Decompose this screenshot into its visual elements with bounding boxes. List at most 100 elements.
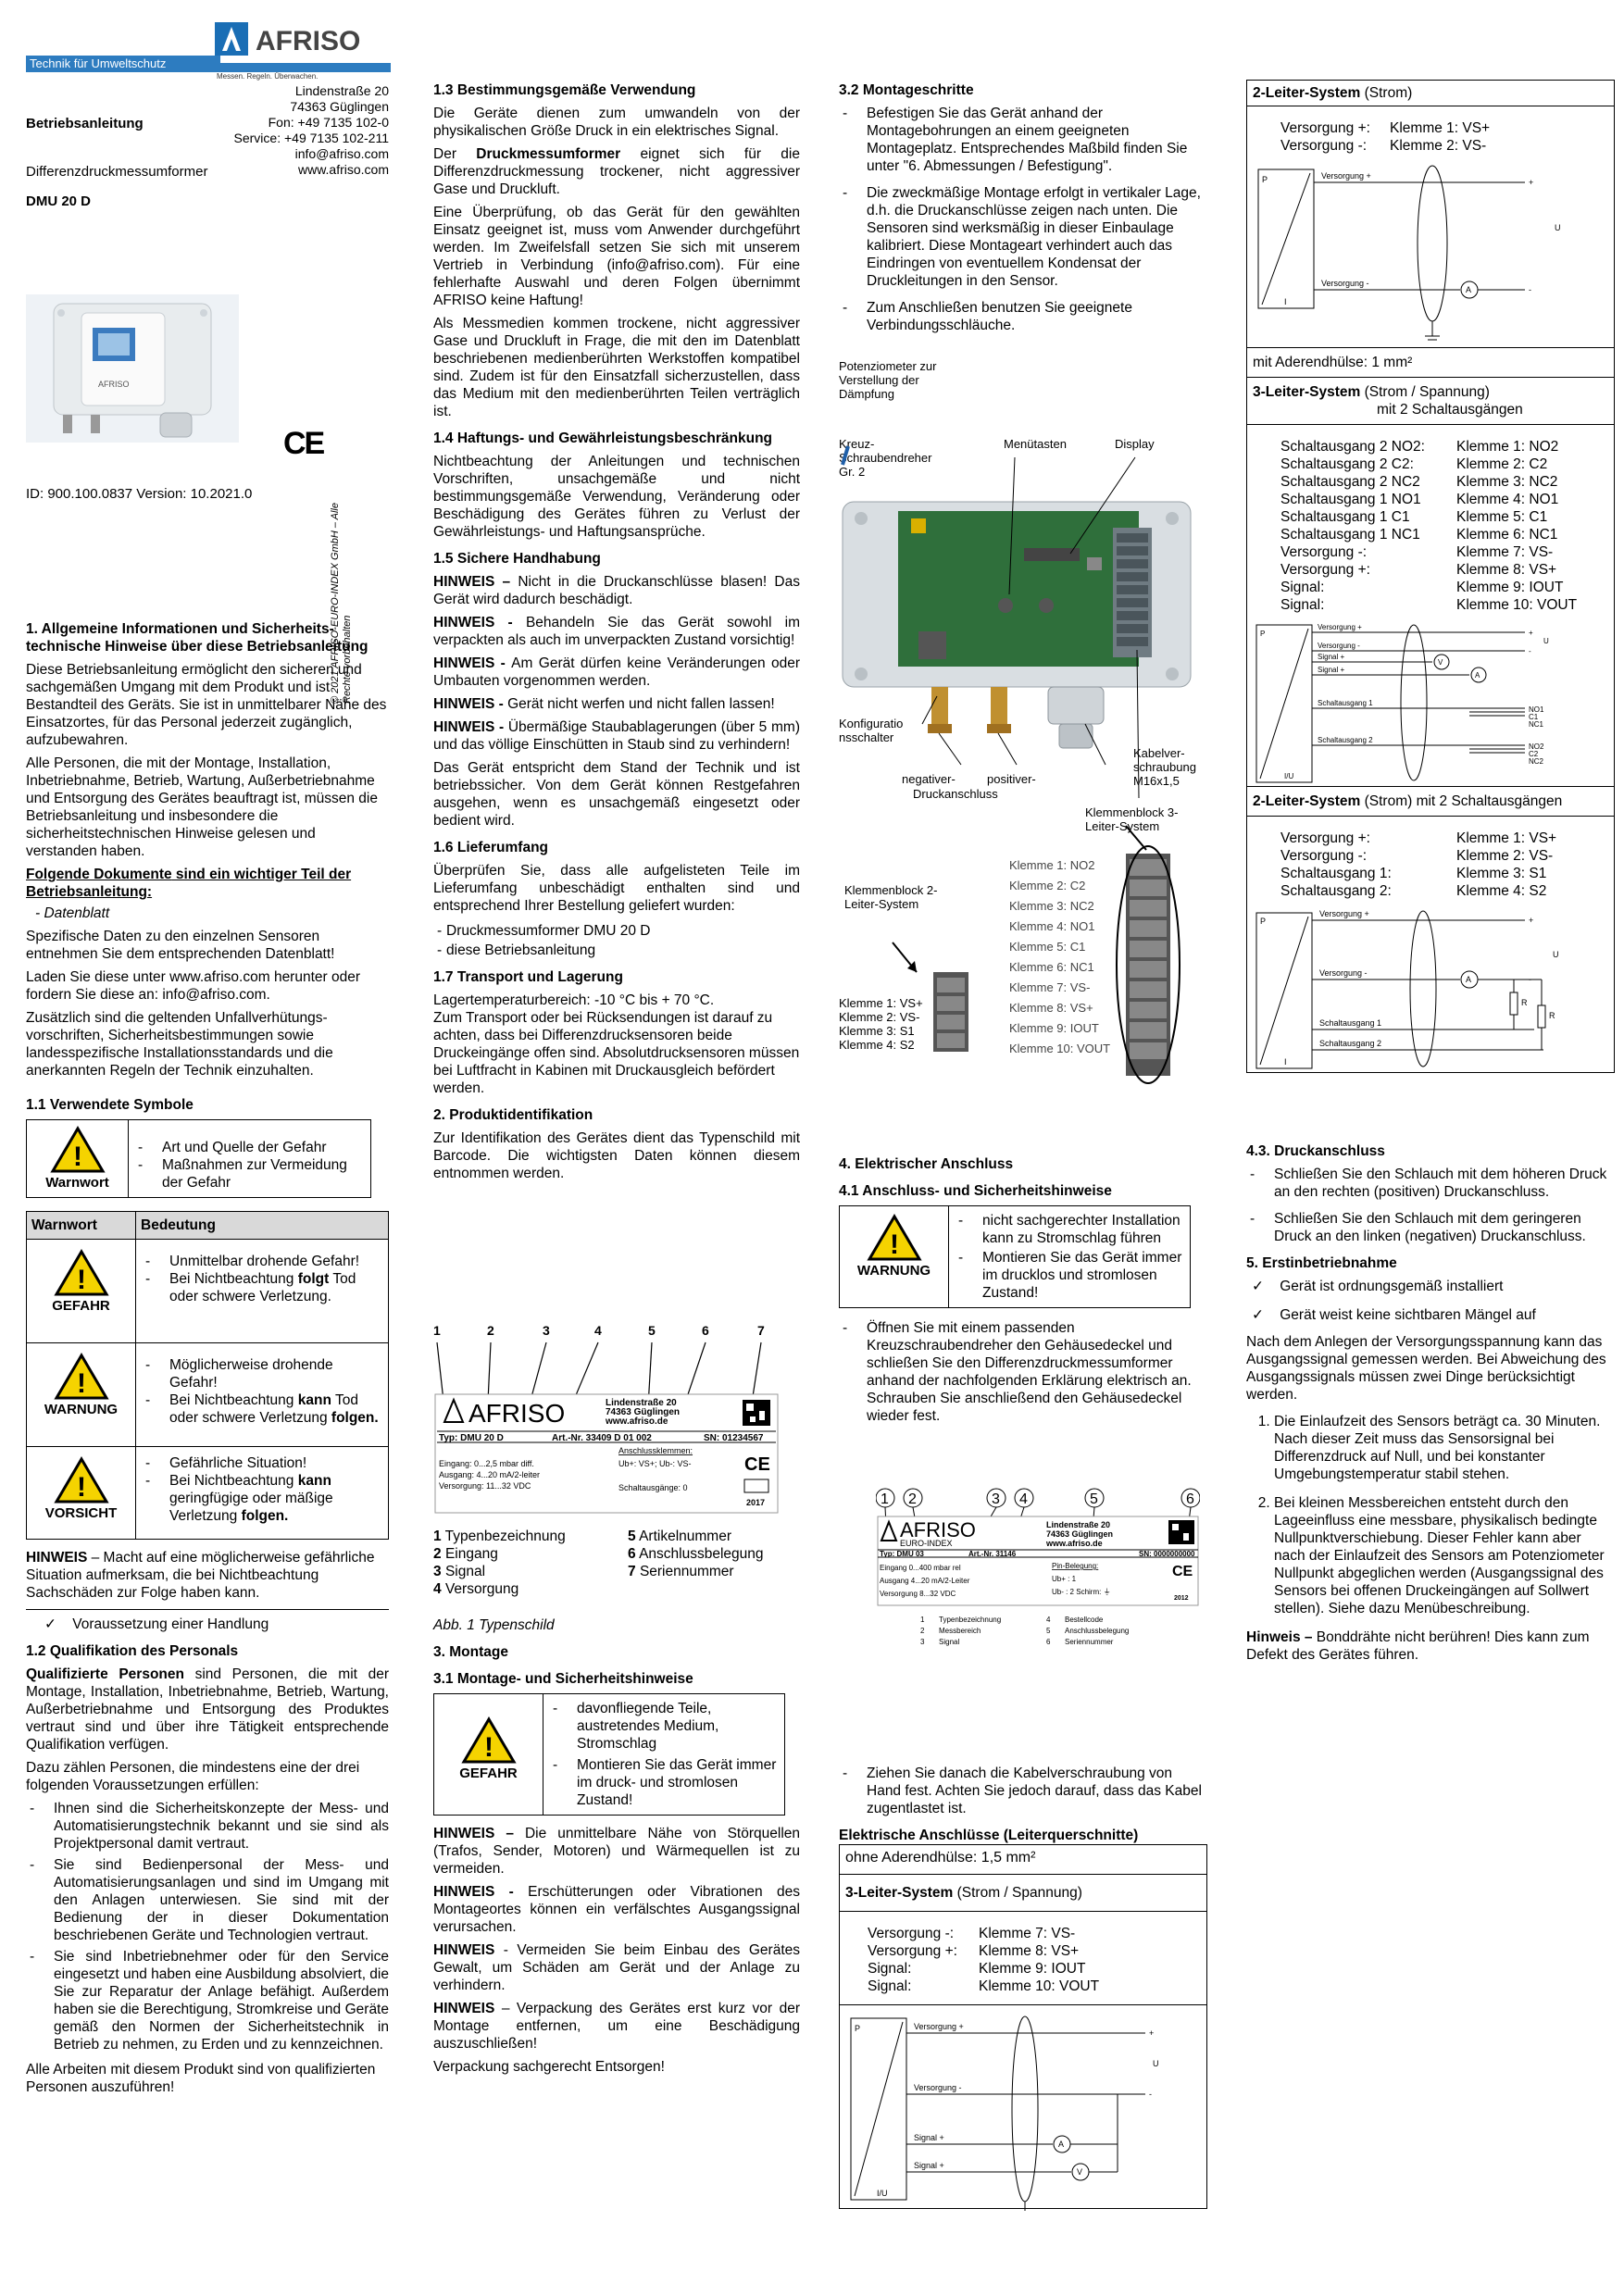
- wiring-2wire-svg: PI Versorgung + Versorgung - A +- U: [1257, 165, 1561, 341]
- svg-text:V: V: [1438, 658, 1443, 667]
- svg-text:Signal: Signal: [939, 1638, 959, 1646]
- svg-text:-: -: [1529, 285, 1531, 294]
- s1-p1: Diese Betriebsanleitung ermöglicht den s…: [26, 662, 387, 748]
- svg-text:www.afriso.de: www.afriso.de: [1045, 1539, 1103, 1548]
- s32-list: Befestigen Sie das Gerät anhand der Mont…: [839, 105, 1209, 334]
- svg-text:Ausgang: 4...20 mA/2-leite: Ausgang: 4...20 mA/2-leiter: [439, 1470, 540, 1479]
- s13-p2: Der Druckmessumformer eignet sich für di…: [433, 146, 800, 197]
- address-street: Lindenstraße 20: [294, 83, 389, 98]
- section-1-heading: 1. Allgemeine Informationen und Sicherhe…: [26, 621, 369, 655]
- gefahr-item-2: Bei Nichtbeachtung folgt Tod oder schwer…: [142, 1270, 382, 1305]
- svg-text:Versorgung -: Versorgung -: [1318, 642, 1360, 650]
- svg-text:3: 3: [992, 1491, 1000, 1507]
- s3-hinweis: HINWEIS - Erschütterungen oder Vibration…: [433, 1884, 800, 1935]
- s5-heading: 5. Erstinbetriebnahme: [1246, 1255, 1397, 1271]
- s1-doc-item: - Datenblatt: [35, 905, 110, 921]
- list-item: Ziehen Sie danach die Kabelverschraubung…: [839, 1765, 1209, 1817]
- s15-item: HINWEIS - Am Gerät dürfen keine Veränder…: [433, 655, 800, 689]
- s1-docs-intro: Folgende Dokumente sind ein wichtiger Te…: [26, 867, 352, 900]
- svg-text:I: I: [1284, 1057, 1287, 1067]
- table-row: !VORSICHT Gefährliche Situation!Bei Nich…: [26, 1446, 389, 1540]
- warning-triangle-icon: !: [866, 1214, 922, 1262]
- check-note: ✓ Voraussetzung einer Handlung: [44, 1616, 269, 1632]
- ce-mark: CE: [283, 426, 325, 461]
- s15-item: HINWEIS - Gerät nicht werfen und nicht f…: [433, 696, 775, 712]
- list-item: Sie sind Bedienpersonal der Mess- und Au…: [26, 1856, 389, 1944]
- list-item: Befestigen Sie das Gerät anhand der Mont…: [839, 105, 1209, 175]
- svg-text:Signal +: Signal +: [1318, 653, 1344, 661]
- s1-p5: Laden Sie diese unter www.afriso.com her…: [26, 969, 361, 1003]
- s3-hinweis: HINWEIS – Verpackung des Gerätes erst ku…: [433, 2001, 800, 2052]
- svg-text:Versorgung +: Versorgung +: [1318, 623, 1362, 631]
- electric-warning-box: !WARNUNG nicht sachgerechter Installatio…: [839, 1205, 1191, 1308]
- svg-text:Schaltausgang 2: Schaltausgang 2: [1319, 1039, 1381, 1048]
- column-4: 2-Leiter-System (Strom) Versorgung +:Kle…: [1246, 0, 1617, 2296]
- label-menu-buttons: Menütasten: [1004, 437, 1067, 451]
- svg-text:Anschlussbelegung: Anschlussbelegung: [1065, 1627, 1129, 1635]
- label-pos-port: positiver-: [987, 772, 1036, 786]
- svg-text:Ausgang 4...20 mA/2-Leit: Ausgang 4...20 mA/2-Leiter: [880, 1577, 970, 1585]
- svg-text:CE: CE: [744, 1454, 770, 1475]
- svg-text:C1: C1: [1529, 713, 1539, 721]
- wiring-3wire-svg: PI/U Versorgung + Versorgung - Signal + …: [850, 2015, 1159, 2211]
- wiring-3wire-switch-svg: PI/U Versorgung + Versorgung - Signal + …: [1255, 623, 1549, 783]
- check-item: ✓ Gerät weist keine sichtbaren Mängel au…: [1252, 1307, 1536, 1323]
- svg-text:Ub+ : 1: Ub+ : 1: [1052, 1575, 1077, 1583]
- s15-item: HINWEIS – Nicht in die Druckanschlüsse b…: [433, 574, 800, 607]
- svg-text:Versorgung +: Versorgung +: [1319, 909, 1369, 918]
- s31-heading: 3.1 Montage- und Sicherheitshinweise: [433, 1671, 693, 1687]
- device-board-svg: [841, 445, 1192, 799]
- svg-text:P: P: [1262, 175, 1268, 184]
- montage-warning-box: !GEFAHR davonfliegende Teile, austretend…: [433, 1693, 785, 1816]
- s12-list: Ihnen sind die Sicherheitskonzepte der M…: [26, 1800, 389, 2053]
- svg-text:P: P: [1260, 630, 1265, 638]
- label-screwdriver: Kreuz-Schraubendreher Gr. 2: [839, 437, 932, 479]
- address-web: www.afriso.com: [297, 162, 389, 177]
- label-terminal-3wire: Klemmenblock 3-Leiter-System: [1085, 805, 1179, 833]
- s3-p: Verpackung sachgerecht Entsorgen!: [433, 2059, 665, 2075]
- s11-heading: 1.1 Verwendete Symbole: [26, 1097, 194, 1113]
- s14-heading: 1.4 Haftungs- und Gewährleistungsbeschrä…: [433, 430, 773, 446]
- svg-text:A: A: [1475, 671, 1480, 680]
- el-connections-heading: Elektrische Anschlüsse (Leiterquerschnit…: [839, 1828, 1139, 1843]
- svg-text:!: !: [77, 1265, 86, 1295]
- afriso-logo: AFRISO: [215, 20, 391, 57]
- s1-p4: Spezifische Daten zu den einzelnen Senso…: [26, 929, 335, 962]
- type-plate-svg: AFRISO Lindenstraße 20 74363 Güglingen w…: [434, 1341, 779, 1514]
- svg-text:Eingang: 0...2,5 mbar dif: Eingang: 0...2,5 mbar diff.: [439, 1459, 534, 1468]
- label-config-switch: Konfiguratio nsschalter: [839, 717, 904, 744]
- col-header-bedeutung: Bedeutung: [135, 1211, 389, 1240]
- label-cable-gland: Kabelver-schraubung M16x1,5: [1133, 746, 1196, 788]
- svg-text:Lindenstraße 20: Lindenstraße 20: [606, 1398, 677, 1408]
- col-header-warnwort: Warnwort: [26, 1211, 136, 1240]
- s32-heading: 3.2 Montageschritte: [839, 82, 974, 98]
- label-display: Display: [1115, 437, 1155, 451]
- svg-text:Lindenstraße 20: Lindenstraße 20: [1046, 1520, 1110, 1529]
- list-item: Die zweckmäßige Montage erfolgt in verti…: [839, 184, 1209, 290]
- svg-text:U: U: [1553, 950, 1559, 959]
- svg-text:6: 6: [1186, 1491, 1194, 1507]
- svg-text:I/U: I/U: [877, 2189, 888, 2198]
- svg-text:2: 2: [920, 1627, 925, 1635]
- list-item: Bei kleinen Messbereichen entsteht durch…: [1274, 1494, 1615, 1617]
- svg-text:!: !: [77, 1472, 86, 1503]
- svg-text:2: 2: [908, 1491, 917, 1507]
- svg-text:NO2: NO2: [1529, 742, 1544, 751]
- list-item: Schließen Sie den Schlauch mit dem gerin…: [1246, 1210, 1615, 1245]
- svg-text:+: +: [1529, 629, 1533, 637]
- s12-p3: Alle Arbeiten mit diesem Produkt sind vo…: [26, 2062, 376, 2095]
- s1-p2: Alle Personen, die mit der Montage, Inst…: [26, 755, 378, 859]
- svg-text:AFRISO: AFRISO: [98, 380, 130, 389]
- svg-text:A: A: [1466, 285, 1471, 294]
- t3-title: 3-Leiter-System (Strom / Spannung)mit 2 …: [1247, 378, 1614, 425]
- list-item: Sie sind Inbetriebnehmer oder für den Se…: [26, 1948, 389, 2053]
- s12-heading: 1.2 Qualifikation des Personals: [26, 1643, 239, 1659]
- id-version: ID: 900.100.0837 Version: 10.2021.0: [26, 486, 253, 502]
- s13-heading: 1.3 Bestimmungsgemäße Verwendung: [433, 82, 696, 98]
- s15-heading: 1.5 Sichere Handhabung: [433, 551, 601, 567]
- s13-p1: Die Geräte dienen zum umwandeln von der …: [433, 106, 800, 139]
- s17-heading: 1.7 Transport und Lagerung: [433, 969, 623, 985]
- address-email: info@afriso.com: [294, 146, 389, 161]
